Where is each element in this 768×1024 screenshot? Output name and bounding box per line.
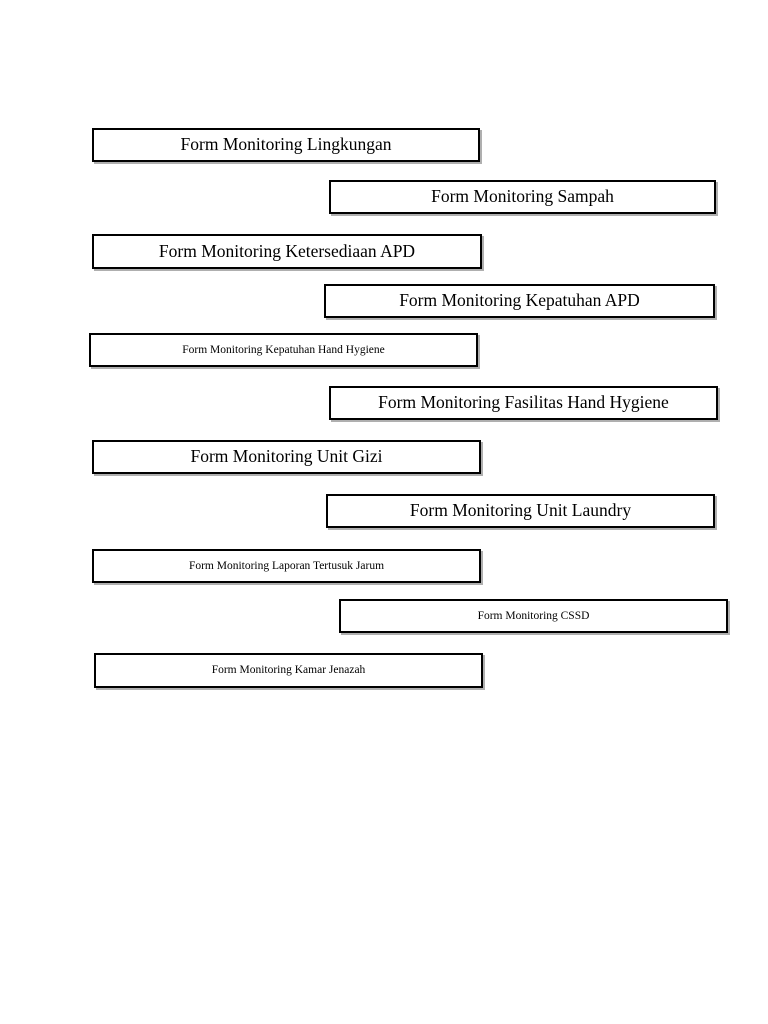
form-box-kepatuhan-apd[interactable]: Form Monitoring Kepatuhan APD <box>324 284 715 318</box>
form-box-unit-laundry[interactable]: Form Monitoring Unit Laundry <box>326 494 715 528</box>
form-box-sampah[interactable]: Form Monitoring Sampah <box>329 180 716 214</box>
form-box-label: Form Monitoring Lingkungan <box>180 134 392 155</box>
form-box-fasilitas-hand-hygiene[interactable]: Form Monitoring Fasilitas Hand Hygiene <box>329 386 718 420</box>
form-box-lingkungan[interactable]: Form Monitoring Lingkungan <box>92 128 480 162</box>
form-box-label: Form Monitoring Kepatuhan APD <box>399 290 640 311</box>
form-box-cssd[interactable]: Form Monitoring CSSD <box>339 599 728 633</box>
form-box-label: Form Monitoring Unit Gizi <box>190 446 383 467</box>
form-box-label: Form Monitoring Sampah <box>431 186 614 207</box>
form-box-label: Form Monitoring Ketersediaan APD <box>158 240 416 261</box>
form-box-label: Form Monitoring Fasilitas Hand Hygiene <box>378 392 669 413</box>
form-box-ketersediaan-apd[interactable]: Form Monitoring Ketersediaan APD <box>92 234 482 269</box>
form-box-laporan-tertusuk-jarum[interactable]: Form Monitoring Laporan Tertusuk Jarum <box>92 549 481 583</box>
form-box-label: Form Monitoring Kepatuhan Hand Hygiene <box>182 343 385 356</box>
form-box-unit-gizi[interactable]: Form Monitoring Unit Gizi <box>92 440 481 474</box>
form-box-kepatuhan-hand-hygiene[interactable]: Form Monitoring Kepatuhan Hand Hygiene <box>89 333 478 367</box>
form-box-label: Form Monitoring CSSD <box>477 609 590 622</box>
form-box-label: Form Monitoring Laporan Tertusuk Jarum <box>188 559 385 572</box>
form-box-kamar-jenazah[interactable]: Form Monitoring Kamar Jenazah <box>94 653 483 688</box>
form-box-label: Form Monitoring Kamar Jenazah <box>211 664 366 677</box>
form-box-label: Form Monitoring Unit Laundry <box>409 500 632 521</box>
